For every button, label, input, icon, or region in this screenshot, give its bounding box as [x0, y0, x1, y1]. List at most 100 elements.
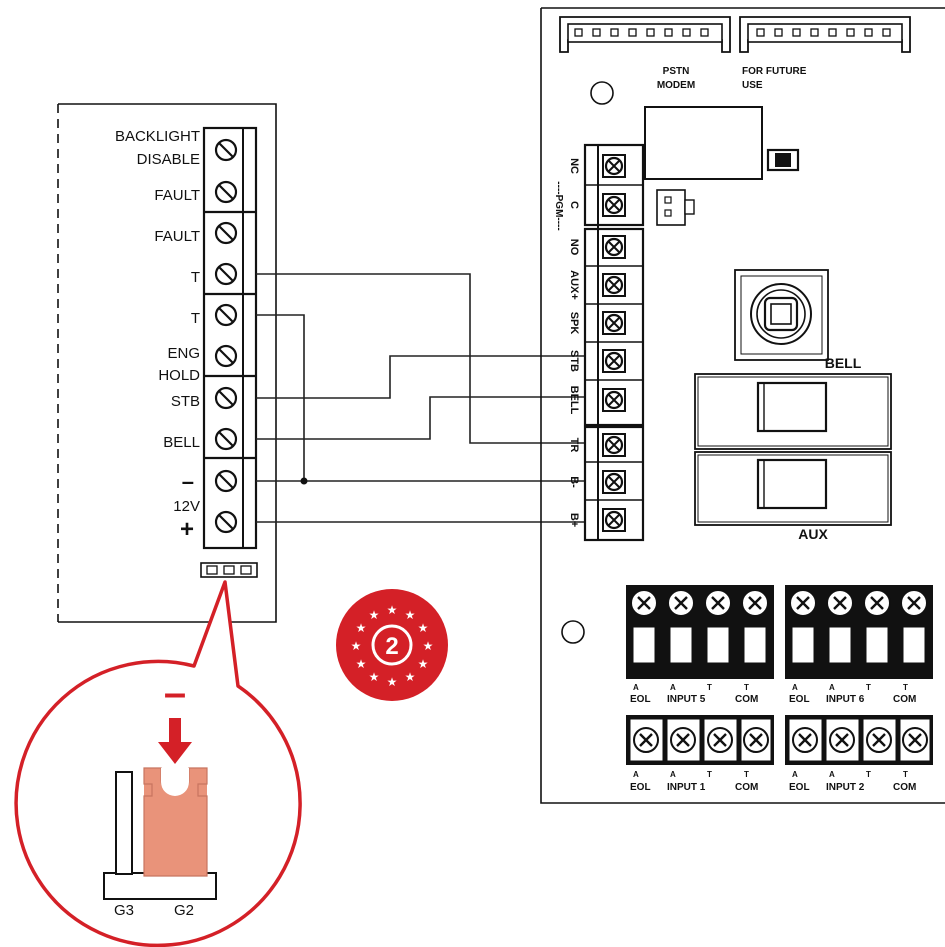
screw-icon [214, 180, 238, 204]
pin-label-g2: G2 [174, 902, 194, 919]
svg-text:★: ★ [387, 603, 398, 617]
keypad-screws [214, 138, 238, 534]
tick-t: T [744, 770, 749, 779]
tick-t: T [866, 770, 871, 779]
pstn-label: PSTN [663, 66, 690, 77]
svg-text:★: ★ [405, 608, 416, 622]
aux-fuse [694, 451, 892, 526]
minus-sign: – [164, 671, 186, 715]
small-jumper [656, 189, 686, 226]
keypad-outline [58, 103, 277, 623]
control-panel: PSTN MODEM FOR FUTURE USE [540, 7, 945, 804]
tick-t: T [744, 683, 749, 692]
screw-icon [602, 154, 626, 178]
screw-icon [602, 349, 626, 373]
label-com: COM [735, 694, 758, 705]
screw-icon [602, 470, 626, 494]
label-input-5: INPUT 5 [667, 694, 706, 705]
aux-label: AUX [798, 526, 828, 542]
screw-icon [214, 221, 238, 245]
label-input-6: INPUT 6 [826, 694, 865, 705]
keypad-label-t-1: T [191, 269, 200, 286]
rotary-switch [734, 269, 829, 361]
screw-icon [214, 510, 238, 534]
callout-outline [14, 580, 302, 947]
term-label-bell: BELL [568, 386, 580, 415]
keypad-label-stb: STB [171, 393, 200, 410]
screw-icon [602, 311, 626, 335]
svg-text:★: ★ [418, 657, 429, 671]
svg-text:★: ★ [356, 621, 367, 635]
keypad-module: BACKLIGHT DISABLE FAULT FAULT T T ENG HO… [57, 103, 277, 623]
screw-icon [214, 303, 238, 327]
keypad-label-backlight: BACKLIGHT [115, 128, 200, 145]
tick-a: A [792, 770, 798, 779]
bell-label: BELL [825, 355, 862, 371]
tick-a: A [633, 770, 639, 779]
panel-terminal-block [583, 143, 645, 542]
pin-label-g3: G3 [114, 902, 134, 919]
bell-fuse [694, 373, 892, 450]
star-icon: ★ ★ ★ ★ ★ ★ ★ ★ ★ ★ ★ ★ [351, 603, 434, 689]
screw-icon [602, 235, 626, 259]
pstn-modem-connector [559, 16, 731, 53]
wire-t-to-tr [256, 273, 585, 444]
keypad-label-minus: – [182, 469, 194, 494]
use-label: USE [742, 80, 763, 91]
screw-icon [214, 138, 238, 162]
svg-text:★: ★ [369, 608, 380, 622]
future-use-connector [739, 16, 911, 53]
modem-module [644, 106, 763, 180]
down-arrow-icon [158, 718, 192, 764]
screw-icon [602, 508, 626, 532]
term-label-spk: SPK [568, 312, 580, 335]
tick-t: T [707, 770, 712, 779]
label-eol: EOL [789, 782, 810, 793]
wire-bell [256, 396, 585, 440]
label-eol: EOL [789, 694, 810, 705]
label-input-1: INPUT 1 [667, 782, 706, 793]
keypad-label-t-2: T [191, 310, 200, 327]
tick-t: T [903, 683, 908, 692]
modem-label: MODEM [657, 80, 695, 91]
term-label-no: NO [568, 239, 580, 256]
tick-a: A [670, 683, 676, 692]
input-terminals-upper: A A T T A A T T EOL INPUT 5 COM EOL INPU… [626, 585, 933, 705]
svg-text:★: ★ [356, 657, 367, 671]
wiring [256, 273, 585, 523]
screw-icon [214, 262, 238, 286]
label-eol: EOL [630, 782, 651, 793]
panel-terminal-labels: NC C NO AUX+ SPK STB BELL TR B- B+ ----P… [553, 158, 580, 527]
screw-icon [602, 193, 626, 217]
term-label-tr: TR [568, 438, 580, 453]
mounting-hole-top [590, 81, 614, 105]
label-com: COM [893, 782, 916, 793]
term-label-nc: NC [568, 158, 580, 174]
tick-a: A [670, 770, 676, 779]
screw-icon [214, 386, 238, 410]
pgm-label: ----PGM---- [553, 181, 564, 230]
input-terminals-lower: A A T T A A T T EOL INPUT 1 COM EOL INPU… [626, 715, 933, 793]
keypad-label-hold: HOLD [158, 367, 200, 384]
step-number: 2 [385, 633, 398, 660]
keypad-label-disable: DISABLE [137, 151, 200, 168]
future-label: FOR FUTURE [742, 66, 807, 77]
step-badge: ★ ★ ★ ★ ★ ★ ★ ★ ★ ★ ★ ★ 2 [336, 589, 448, 701]
label-input-2: INPUT 2 [826, 782, 865, 793]
panel-outline [540, 7, 945, 804]
svg-text:★: ★ [387, 675, 398, 689]
svg-text:★: ★ [423, 639, 434, 653]
jumper-detail-callout: – G3 G2 [14, 580, 302, 947]
screw-icon [602, 388, 626, 412]
term-label-stb: STB [568, 350, 580, 372]
keypad-jumper-header [200, 562, 258, 578]
term-label-aux: AUX+ [568, 270, 580, 300]
keypad-label-fault-1: FAULT [154, 187, 200, 204]
keypad-label-fault-2: FAULT [154, 228, 200, 245]
panel-screws [602, 154, 626, 532]
tick-a: A [829, 683, 835, 692]
keypad-label-12v: 12V [173, 498, 200, 515]
wire-t-to-bminus [256, 314, 305, 481]
svg-text:★: ★ [418, 621, 429, 635]
term-label-bminus: B- [568, 476, 580, 488]
